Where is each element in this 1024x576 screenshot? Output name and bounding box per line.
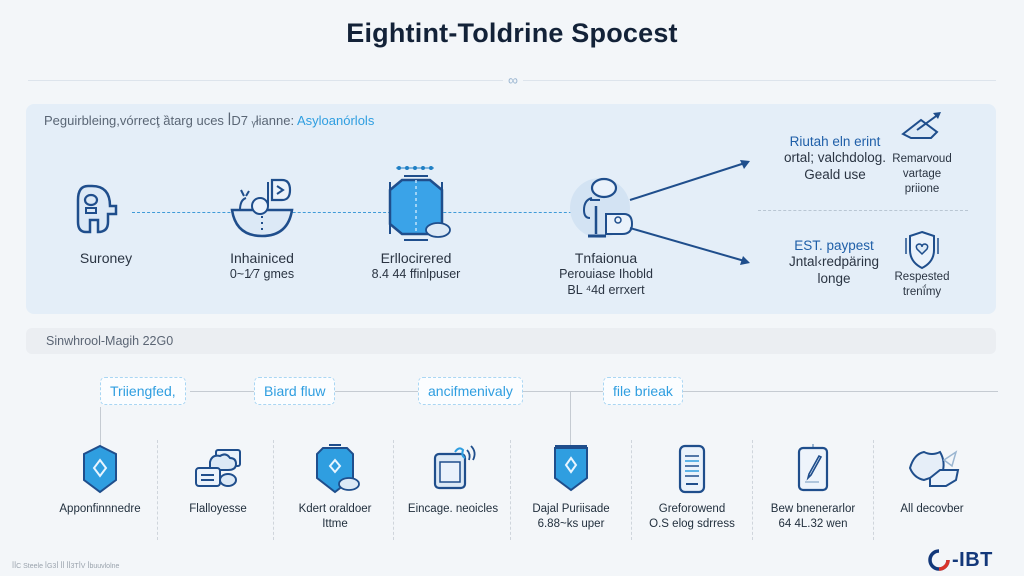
column-separator: [157, 440, 158, 540]
item-line: Apponfinnnedre: [59, 503, 141, 515]
item-line: 64 4L.32 wen: [778, 518, 848, 530]
item-line: O.S elog sdrress: [649, 518, 735, 530]
hex-shield-icon: [83, 444, 117, 494]
footnote: ꟾꟾC Steele ꟾG3ꟾ ꟾꟾ ꟾꟾ3TꟾV ꟾbuuvlolne: [12, 563, 120, 570]
stage-label: Erllocirered: [380, 250, 452, 266]
infinity-icon: ∞: [503, 72, 523, 88]
item-line: Eincage. neoicles: [407, 503, 499, 515]
panel-caption: Peguirbleing,vórrecţ ȁtarg uces ꟾD7 ᵧłia…: [44, 113, 374, 129]
outcome-line: longe: [817, 271, 851, 286]
item-line: All decovber: [900, 503, 964, 515]
item-line: Ittme: [322, 518, 348, 530]
timeline-header-text: Sinwhrool-Magih 22G0: [46, 334, 174, 348]
timeline-drop: [570, 392, 571, 452]
item-kdert-oraldoer[interactable]: Kdert oraldoer Ittme: [275, 442, 395, 532]
outcome-line: Geald use: [804, 167, 866, 182]
page-title: Eightint-Toldrine Spocest: [346, 18, 678, 48]
outcome-line: Jntal‹redpäring: [788, 254, 880, 269]
stage-label: Inhainiced: [230, 250, 294, 266]
elephant-icon: [76, 184, 118, 234]
outcome-lower[interactable]: EST. paypest Jntal‹redpäring longe: [766, 238, 902, 287]
outcome-heading: Riutah eln erint: [789, 134, 881, 149]
item-line: 6.88~ks uper: [537, 518, 605, 530]
stage-inhainiced[interactable]: Inhainiced 0~1⁄7 gmes: [192, 170, 332, 282]
item-apponfinnnedre[interactable]: Apponfinnnedre: [40, 442, 160, 517]
side-item-line: priione: [904, 183, 940, 195]
outcome-upper[interactable]: Riutah eln erint ortal; valchdolog. Geal…: [770, 134, 900, 183]
shield-tank-icon: [388, 166, 451, 241]
outcome-heading: EST. paypest: [794, 238, 874, 253]
column-separator: [393, 440, 394, 540]
process-panel: Peguirbleing,vórrecţ ȁtarg uces ꟾD7 ᵧłia…: [26, 104, 996, 314]
arrow-head-icon: [740, 256, 750, 265]
column-separator: [631, 440, 632, 540]
timeline-connector: [190, 391, 998, 392]
side-item-line: vartage: [902, 168, 942, 180]
tag-triiengfed[interactable]: Triiengfed,: [100, 377, 186, 405]
branch-arrows: [629, 160, 750, 265]
side-item-upper[interactable]: Remarvoud vartage priione: [877, 110, 967, 197]
flow-connector: [132, 212, 602, 213]
column-separator: [510, 440, 511, 540]
bowl-icon: [230, 178, 294, 238]
item-line: Bew bnenerarlor: [770, 503, 856, 515]
stage-sub: 8.4 44 ffinlpuser: [371, 267, 461, 281]
item-line: Flalloyesse: [189, 503, 247, 515]
brand-logo[interactable]: -IBT: [928, 548, 993, 572]
tag-ancifmenivaly[interactable]: ancifmenivaly: [418, 377, 523, 405]
caption-accent-link[interactable]: Asyloanórlols: [297, 113, 375, 128]
card-pen-icon: [797, 444, 829, 492]
chat-cloud-icon: [195, 449, 241, 487]
item-flalloyesse[interactable]: Flalloyesse: [158, 442, 278, 517]
timeline-drop: [100, 407, 101, 451]
banner-shield-icon: [554, 445, 588, 492]
item-eincage-neoicles[interactable]: Eincage. neoicles: [393, 442, 513, 517]
item-dajal-puriisade[interactable]: Dajal Puriisade 6.88~ks uper: [511, 442, 631, 532]
phone-list-icon: [678, 444, 706, 494]
paper-stack-icon: [908, 450, 960, 487]
logo-text: -IBT: [952, 548, 993, 571]
tablet-wave-icon: [433, 445, 476, 490]
stage-erllocirered[interactable]: Erllocirered 8.4 44 ffinlpuser: [346, 162, 486, 282]
stage-label: Tnfaionua: [574, 250, 638, 266]
caption-text: Peguirbleing,vórrecţ ȁtarg uces ꟾD7 ᵧłia…: [44, 113, 295, 128]
column-separator: [873, 440, 874, 540]
stage-sub: BL ⁴4d errxert: [567, 283, 645, 297]
person-machine-icon: [570, 177, 634, 238]
timeline-header: Sinwhrool-Magih 22G0: [26, 328, 996, 354]
shield-heart-icon: [905, 230, 939, 270]
logo-ring-icon: [928, 549, 950, 571]
item-line: Greforowend: [658, 503, 726, 515]
stage-sub: 0~1⁄7 gmes: [229, 267, 295, 281]
item-all-decovber[interactable]: All decovber: [872, 442, 992, 517]
stage-tnfaionua[interactable]: Tnfaionua Perouiase Ihobld BL ⁴4d errxer…: [536, 170, 676, 298]
side-item-line: Respested: [894, 271, 950, 283]
item-line: Dajal Puriisade: [532, 503, 610, 515]
side-item-lower[interactable]: Respested trenḯmy: [877, 228, 967, 300]
ramp-arrow-icon: [901, 112, 941, 139]
side-item-line: trenḯmy: [902, 286, 942, 298]
arrow-head-icon: [740, 160, 750, 169]
item-greforowend[interactable]: Greforowend O.S elog sdrress: [632, 442, 752, 532]
stage-suroney[interactable]: Suroney: [36, 170, 176, 266]
stage-label: Suroney: [79, 250, 133, 266]
outcome-line: ortal; valchdolog.: [783, 150, 887, 165]
shield-cloud-icon: [316, 444, 360, 494]
tag-file-brieak[interactable]: file brieak: [603, 377, 683, 405]
column-separator: [752, 440, 753, 540]
tag-biard-fluw[interactable]: Biard fluw: [254, 377, 336, 405]
outcome-divider: [758, 210, 968, 211]
item-line: Kdert oraldoer: [298, 503, 372, 515]
item-bew-bnenerarlor[interactable]: Bew bnenerarlor 64 4L.32 wen: [753, 442, 873, 532]
column-separator: [273, 440, 274, 540]
side-item-line: Remarvoud: [892, 153, 952, 165]
stage-sub: Perouiase Ihobld: [559, 267, 653, 281]
